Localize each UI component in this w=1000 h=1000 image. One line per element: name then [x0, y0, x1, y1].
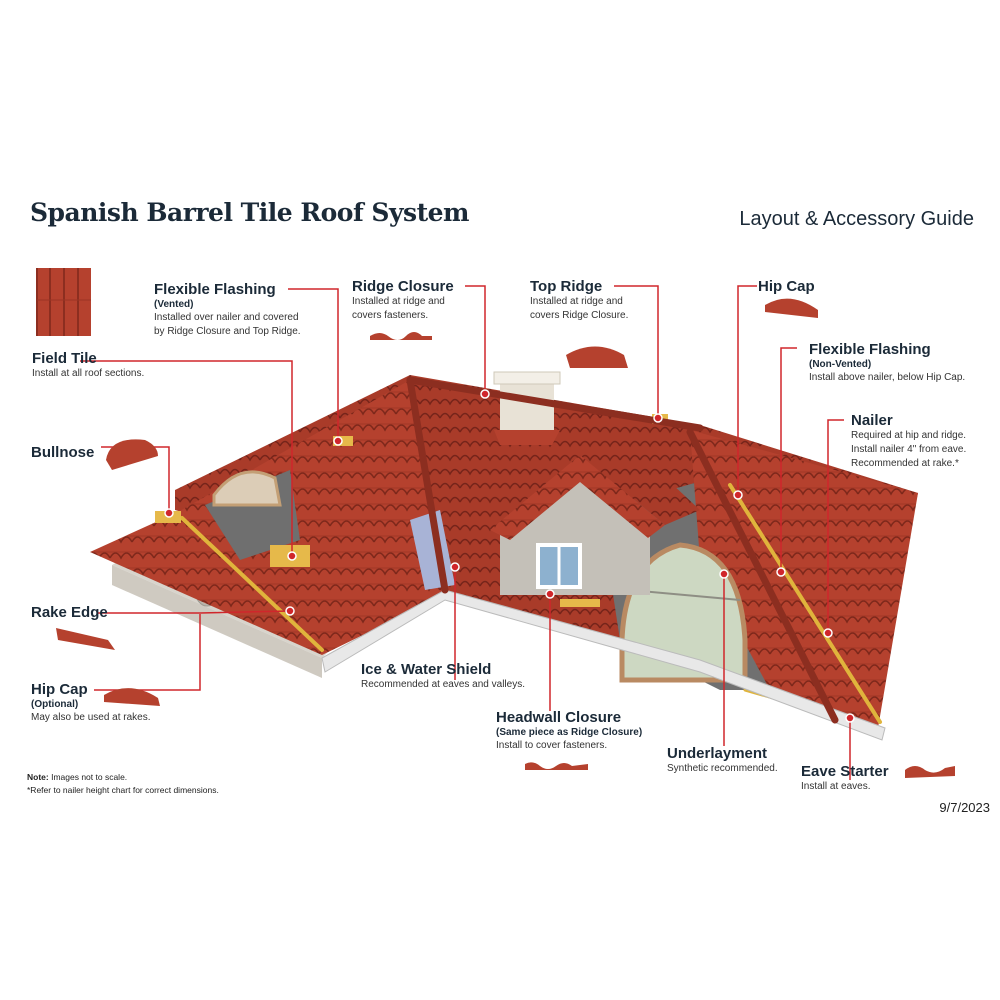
callout-desc: Install to cover fasteners.	[496, 740, 608, 751]
leader-lines	[80, 285, 851, 780]
callout-desc: Required at hip and ridge. Install naile…	[851, 430, 967, 469]
headwall-closure-thumbnail	[525, 762, 588, 770]
callout-heading: Field Tile	[32, 350, 97, 367]
hip-cap-optional-thumbnail	[104, 688, 160, 706]
callout-bullnose: Bullnose	[31, 444, 94, 461]
right-roof-plane	[690, 430, 918, 728]
callout-sub: (Vented)	[154, 299, 194, 310]
note-refer: *Refer to nailer height chart for correc…	[27, 785, 219, 795]
callout-sub: (Optional)	[31, 699, 79, 710]
callout-heading: Hip Cap	[31, 681, 88, 698]
callout-desc: Installed over nailer and covered by Rid…	[154, 312, 301, 337]
callout-rake-edge: Rake Edge	[31, 604, 108, 621]
callout-desc: Synthetic recommended.	[667, 763, 778, 774]
callout-ridge-closure: Ridge Closure Installed at ridge and cov…	[352, 278, 454, 323]
dormer	[490, 440, 700, 595]
callout-hip-cap: Hip Cap	[758, 278, 815, 295]
date-stamp: 9/7/2023	[939, 800, 990, 815]
note-text: Images not to scale.	[48, 772, 128, 782]
ridge-closure-thumbnail	[370, 332, 432, 340]
page-title: Spanish Barrel Tile Roof System	[30, 198, 470, 227]
hip-ridge-caps	[406, 376, 839, 724]
note-label: Note:	[27, 772, 49, 782]
callout-heading: Hip Cap	[758, 278, 815, 295]
callout-sub: (Same piece as Ridge Closure)	[496, 727, 643, 738]
chimney	[493, 371, 561, 445]
callout-heading: Headwall Closure	[496, 709, 622, 726]
callout-eave-starter: Eave Starter Install at eaves.	[801, 763, 889, 794]
hip-cap-thumbnail	[765, 298, 818, 318]
callout-sub: (Non-Vented)	[809, 359, 872, 370]
callout-heading: Bullnose	[31, 444, 95, 461]
callout-desc: Installed at ridge and covers Ridge Clos…	[530, 296, 629, 321]
callout-desc: Install at eaves.	[801, 781, 871, 792]
callout-top-ridge: Top Ridge Installed at ridge and covers …	[530, 278, 628, 323]
rake-edge-thumbnail	[56, 628, 115, 650]
eave-gutters	[321, 589, 886, 741]
callout-heading: Rake Edge	[31, 604, 108, 621]
top-ridge-thumbnail	[566, 346, 628, 368]
callout-desc: Recommended at eaves and valleys.	[361, 679, 525, 690]
footnote: Note: Images not to scale. *Refer to nai…	[27, 771, 219, 797]
callout-field-tile: Field Tile Install at all roof sections.	[32, 350, 144, 381]
callout-heading: Flexible Flashing	[809, 341, 931, 358]
callout-flexible-flashing-non-vented: Flexible Flashing (Non-Vented) Install a…	[809, 341, 965, 385]
callout-heading: Top Ridge	[530, 278, 603, 295]
callout-desc: Install at all roof sections.	[32, 368, 145, 379]
callout-heading: Ridge Closure	[352, 278, 454, 295]
callout-flexible-flashing-vented: Flexible Flashing (Vented) Installed ove…	[154, 281, 301, 339]
field-tile-thumbnail	[36, 268, 91, 336]
callout-heading: Nailer	[851, 412, 893, 429]
callout-hip-cap-optional: Hip Cap (Optional) May also be used at r…	[31, 681, 151, 725]
callout-heading: Ice & Water Shield	[361, 661, 492, 678]
callout-headwall-closure: Headwall Closure (Same piece as Ridge Cl…	[496, 709, 642, 753]
leader-dots	[164, 389, 855, 723]
callout-heading: Eave Starter	[801, 763, 889, 780]
callout-desc: Install above nailer, below Hip Cap.	[809, 372, 966, 383]
callout-heading: Flexible Flashing	[154, 281, 276, 298]
callout-underlayment: Underlayment Synthetic recommended.	[667, 745, 778, 776]
callout-nailer: Nailer Required at hip and ridge. Instal…	[851, 412, 966, 471]
callout-desc: May also be used at rakes.	[31, 712, 151, 723]
callout-desc: Installed at ridge and covers fasteners.	[352, 296, 445, 321]
callout-ice-water-shield: Ice & Water Shield Recommended at eaves …	[361, 661, 525, 692]
callout-heading: Underlayment	[667, 745, 768, 762]
eave-starter-thumbnail	[905, 766, 955, 778]
page-subtitle: Layout & Accessory Guide	[739, 208, 974, 230]
bullnose-thumbnail	[106, 439, 158, 470]
